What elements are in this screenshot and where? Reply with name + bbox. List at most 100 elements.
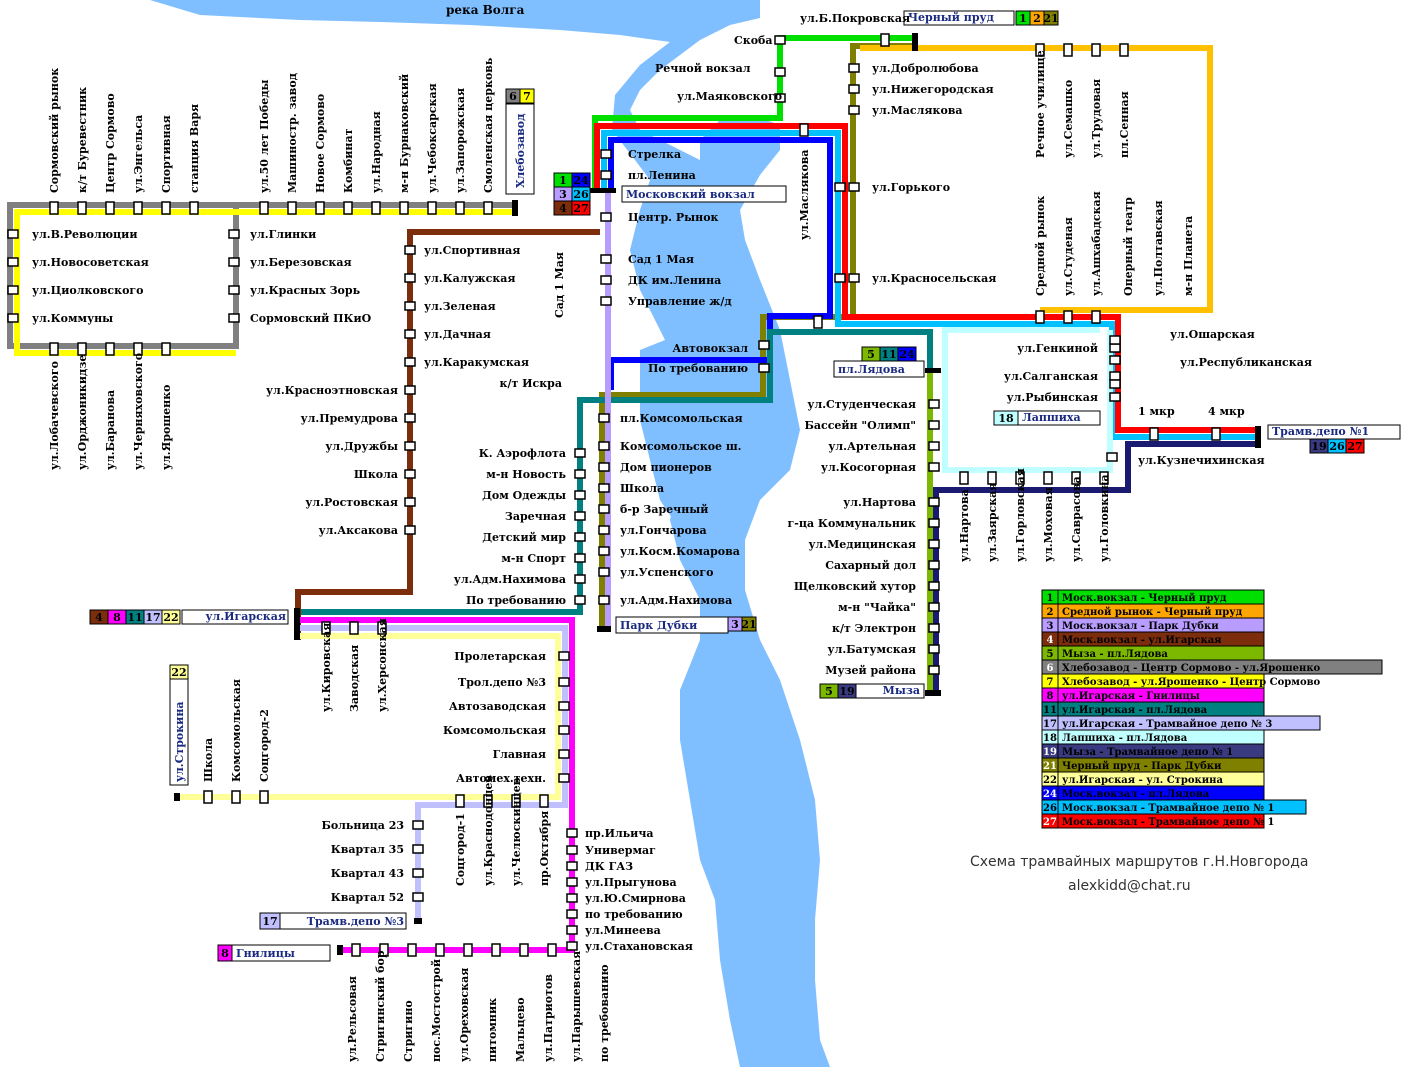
stop-label: ул.Студеная [1062, 217, 1075, 296]
stop-label: ул.Моховая [1042, 487, 1055, 562]
stop-marker [848, 182, 860, 192]
stop-marker [412, 892, 424, 902]
stop-marker [1109, 371, 1121, 381]
stop-label: 1 мкр [1138, 405, 1175, 418]
stop-label: ул.Челюскинцев [510, 777, 523, 886]
stop-marker [404, 273, 416, 283]
stop-label: ул.Минеева [585, 924, 661, 937]
stop-marker [203, 790, 213, 804]
stop-marker [566, 861, 578, 871]
terminal-box [833, 360, 925, 378]
stop-marker [351, 943, 361, 957]
route-badge-num: 27 [573, 202, 588, 215]
stop-marker [566, 925, 578, 935]
stop-label: пр.Ильича [585, 827, 654, 840]
stop-marker [928, 602, 940, 612]
terminal-box [903, 10, 1015, 26]
stop-marker [1063, 43, 1073, 57]
stop-label: ул.Каракумская [424, 356, 529, 369]
stop-markers [7, 33, 1221, 957]
stop-marker [566, 941, 578, 951]
stop-marker [404, 497, 416, 507]
route-badge-num: 21 [1043, 12, 1058, 25]
stop-label: ул.Косогорная [821, 461, 916, 474]
stop-label: г-ца Коммунальник [788, 517, 916, 530]
route-badge-num: 7 [523, 90, 531, 103]
stop-marker [1099, 471, 1109, 485]
stop-label: м-н Спорт [501, 552, 566, 565]
stop-label: ул.Премудрова [301, 412, 398, 425]
stop-label: ул.Нартова [958, 489, 971, 562]
stop-label: ул.Нижегородская [872, 83, 994, 96]
legend-route-num: 24 [1043, 789, 1057, 800]
stop-marker [566, 845, 578, 855]
stop-marker [7, 257, 19, 267]
legend-route-text: ул.Игарская - ул. Строкина [1062, 775, 1223, 786]
terminal-bar-cherny [912, 33, 918, 51]
stop-label: ул.Лобачевского [48, 361, 61, 470]
stop-label: ул.Новосоветская [32, 256, 149, 269]
stop-marker [7, 313, 19, 323]
stop-marker [404, 413, 416, 423]
river [150, 0, 830, 1067]
stop-marker [228, 313, 240, 323]
route-badge-num: 6 [509, 90, 517, 103]
stop-label: Управление ж/д [628, 295, 732, 308]
stop-marker [598, 504, 610, 514]
stop-marker [404, 301, 416, 311]
stop-marker [928, 518, 940, 528]
stop-label: ул.Ошарская [1170, 328, 1255, 341]
stop-label: Школа [620, 482, 664, 495]
stop-marker [600, 296, 612, 306]
terminal-bars [174, 33, 1261, 955]
stop-label: ул.Ашхабадская [1090, 191, 1103, 296]
stop-marker [928, 539, 940, 549]
stop-marker [928, 623, 940, 633]
route-badge-num: 26 [1329, 440, 1345, 453]
stop-label: Больница 23 [321, 819, 404, 832]
volga-channel [640, 340, 735, 530]
route-24-line [608, 137, 833, 390]
stop-label: Стрелка [628, 148, 681, 161]
stop-label: ул.Гончарова [620, 524, 707, 537]
terminal-box [1017, 410, 1101, 426]
stop-label: м-н Новость [486, 468, 566, 481]
stop-label: Сад 1 Мая [628, 253, 694, 266]
route-lines [7, 35, 1258, 953]
stop-label: м-н Планета [1182, 216, 1195, 296]
stop-label: ул.Нартова [843, 496, 916, 509]
stop-marker [598, 595, 610, 605]
stop-label: ул.Народная [370, 111, 383, 193]
stop-marker [133, 201, 143, 215]
stop-label: ул.Чебоксарская [426, 83, 439, 193]
stop-marker [1015, 471, 1025, 485]
stop-marker [404, 525, 416, 535]
stop-marker [1109, 335, 1121, 345]
stop-label: ДК ГАЗ [585, 860, 633, 873]
route-badge [741, 616, 757, 632]
stop-label: к/т Искра [500, 377, 562, 390]
stop-label: Дом пионеров [620, 461, 712, 474]
stop-label: ул.Дачная [424, 328, 491, 341]
stop-marker [49, 201, 59, 215]
stop-label: по требованию [585, 908, 683, 921]
stop-marker [228, 257, 240, 267]
stop-label: Средной рынок [1034, 196, 1047, 296]
stop-marker [848, 105, 860, 115]
stop-label: ул.Республиканская [1180, 356, 1312, 369]
stop-marker [412, 844, 424, 854]
stop-label: Дом Одежды [482, 489, 566, 502]
legend-route-num: 19 [1043, 747, 1057, 758]
stop-label: 4 мкр [1208, 405, 1245, 418]
route-2-line [860, 45, 1213, 313]
stop-label: ул.Адм.Нахимова [454, 573, 566, 586]
stop-label: Щелковский хутор [794, 580, 916, 593]
stop-marker [598, 525, 610, 535]
legend-route-text: Мыза - пл.Лядова [1062, 649, 1168, 660]
stop-marker [404, 329, 416, 339]
stop-label: питомник [486, 998, 499, 1062]
stop-marker [49, 342, 59, 356]
terminal-bar-depo1 [1255, 426, 1261, 448]
